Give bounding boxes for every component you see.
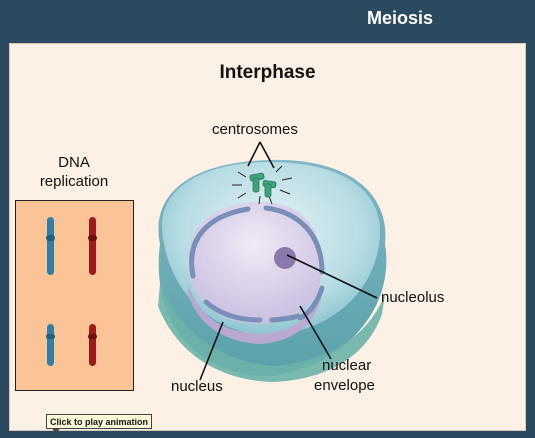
- dna-replication-title: DNA replication: [39, 154, 109, 190]
- dna-replication-inset: [15, 200, 134, 391]
- centrosomes-label: centrosomes: [212, 121, 298, 138]
- nucleolus-label: nucleolus: [381, 289, 445, 306]
- diagram-panel: Interphase DNA replication: [9, 43, 526, 431]
- callout-pointer: [52, 428, 60, 435]
- centrosomes-pair: [249, 172, 277, 198]
- blue-chromosome-short-centromere: [46, 334, 55, 339]
- nuclear-envelope-segments: [189, 205, 325, 323]
- play-animation-label: Click to play animation: [50, 417, 149, 427]
- nuclear-envelope-label-line2: envelope: [314, 377, 375, 394]
- blue-chromosome-short: [47, 324, 54, 366]
- app-title: Meiosis: [366, 8, 433, 28]
- cell-cut-face: [158, 284, 385, 382]
- play-animation-button[interactable]: Click to play animation: [46, 414, 153, 435]
- nucleus-cut-face: [188, 284, 322, 344]
- nucleus-body: [187, 202, 322, 324]
- red-chromosome-long: [89, 217, 96, 275]
- blue-chromosome-long-centromere: [46, 235, 55, 241]
- nucleolus: [274, 247, 296, 269]
- label-leader-lines: [199, 141, 378, 381]
- nucleus-label: nucleus: [171, 378, 223, 395]
- cell-illustration: [158, 141, 387, 382]
- diagram-title: Interphase: [219, 62, 316, 83]
- nuclear-envelope-label-line1: nuclear: [322, 357, 372, 374]
- red-chromosome-short-centromere: [88, 334, 97, 339]
- red-chromosome-short: [89, 324, 96, 366]
- blue-chromosome-long: [47, 217, 54, 275]
- title-bar: Meiosis: [0, 0, 535, 42]
- red-chromosome-long-centromere: [88, 235, 97, 241]
